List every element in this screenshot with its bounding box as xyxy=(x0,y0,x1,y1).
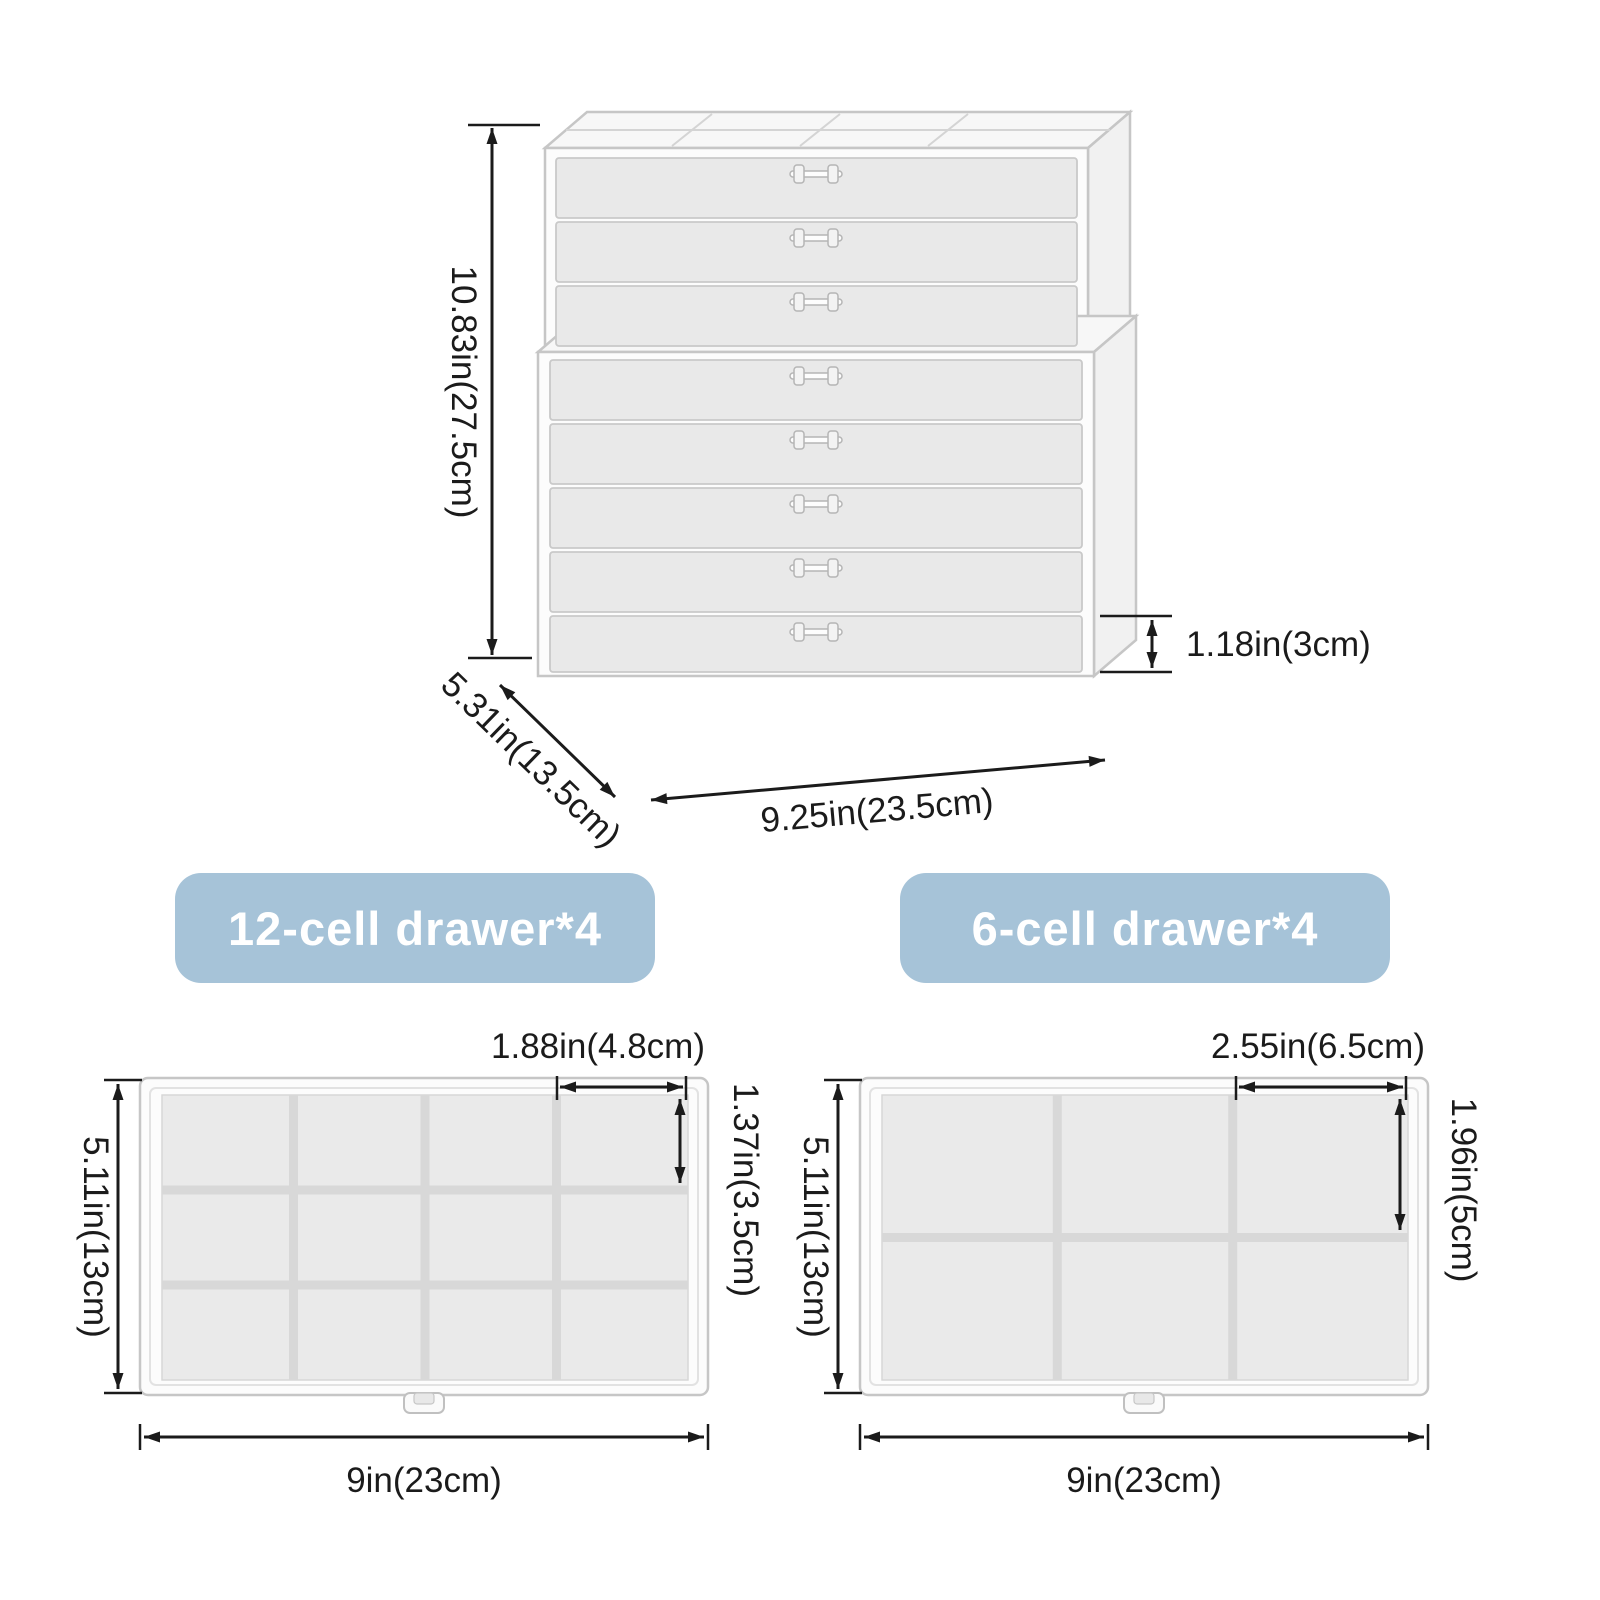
drawer-front xyxy=(549,615,1083,673)
drawer-front xyxy=(555,221,1078,283)
drawer-front xyxy=(549,487,1083,549)
tray-12-cell: 1.88in(4.8cm) 1.37in(3.5cm) 5.11in(13cm)… xyxy=(76,1027,765,1500)
badge-12-cell-label: 12-cell drawer*4 xyxy=(228,901,602,955)
drawer-front xyxy=(555,285,1078,347)
drawer-front xyxy=(549,551,1083,613)
dim-tray12-depth: 5.11in(13cm) xyxy=(76,1078,142,1395)
drawer-front xyxy=(549,359,1083,421)
dim-tray6-cell-height-label: 1.96in(5cm) xyxy=(1444,1098,1483,1283)
badge-6-cell-drawer: 6-cell drawer*4 xyxy=(900,873,1390,983)
badge-6-cell-label: 6-cell drawer*4 xyxy=(971,901,1319,955)
dim-tray6-width: 9in(23cm) xyxy=(858,1424,1430,1500)
dim-tray12-cell-height-label: 1.37in(3.5cm) xyxy=(726,1083,765,1297)
dim-drawer-height-label: 1.18in(3cm) xyxy=(1186,625,1371,664)
dim-tray6-cell-width: 2.55in(6.5cm) xyxy=(1211,1027,1425,1100)
dim-organizer-depth-label: 5.31in(13.5cm) xyxy=(433,665,628,855)
tray-12-rim xyxy=(149,1087,699,1386)
dim-tray12-depth-label: 5.11in(13cm) xyxy=(76,1136,115,1338)
dim-tray12-width-label: 9in(23cm) xyxy=(346,1461,502,1500)
organizer-illustration: 10.83in(27.5cm) 5.31in(13.5cm) 9.25in(23… xyxy=(433,109,1371,855)
dim-organizer-height-label: 10.83in(27.5cm) xyxy=(444,266,483,519)
badge-12-cell-drawer: 12-cell drawer*4 xyxy=(175,873,655,983)
drawer-front xyxy=(555,157,1078,219)
drawer-front xyxy=(549,423,1083,485)
dim-tray12-cell-width: 1.88in(4.8cm) xyxy=(491,1027,705,1100)
organizer-right-face-bottom xyxy=(1092,313,1138,679)
dim-tray6-cell-width-label: 2.55in(6.5cm) xyxy=(1211,1027,1425,1066)
dim-tray6-depth: 5.11in(13cm) xyxy=(796,1078,862,1395)
dim-drawer-height: 1.18in(3cm) xyxy=(1100,614,1371,674)
drawer-top-views: 1.88in(4.8cm) 1.37in(3.5cm) 5.11in(13cm)… xyxy=(76,1027,1483,1500)
dim-organizer-width: 9.25in(23.5cm) xyxy=(650,755,1106,840)
dim-tray12-width: 9in(23cm) xyxy=(138,1424,710,1500)
dim-tray12-cell-height: 1.37in(3.5cm) xyxy=(674,1083,765,1297)
tray-12-grid xyxy=(162,1095,688,1380)
dim-tray12-cell-width-label: 1.88in(4.8cm) xyxy=(491,1027,705,1066)
dim-tray6-width-label: 9in(23cm) xyxy=(1066,1461,1222,1500)
dim-organizer-depth: 5.31in(13.5cm) xyxy=(433,665,628,855)
organizer-drawers xyxy=(549,157,1083,673)
tray-6-handle-icon xyxy=(1123,1392,1165,1414)
tray-6-rim xyxy=(869,1087,1419,1386)
dim-organizer-width-label: 9.25in(23.5cm) xyxy=(759,781,995,840)
tray-12-handle-icon xyxy=(403,1392,445,1414)
dim-organizer-height: 10.83in(27.5cm) xyxy=(444,123,540,660)
tray-6-grid xyxy=(882,1095,1408,1380)
dim-tray6-cell-height: 1.96in(5cm) xyxy=(1394,1098,1483,1283)
top-tray-dividers xyxy=(566,113,1110,147)
tray-6-cell: 2.55in(6.5cm) 1.96in(5cm) 5.11in(13cm) 9… xyxy=(796,1027,1483,1500)
dim-tray6-depth-label: 5.11in(13cm) xyxy=(796,1136,835,1338)
